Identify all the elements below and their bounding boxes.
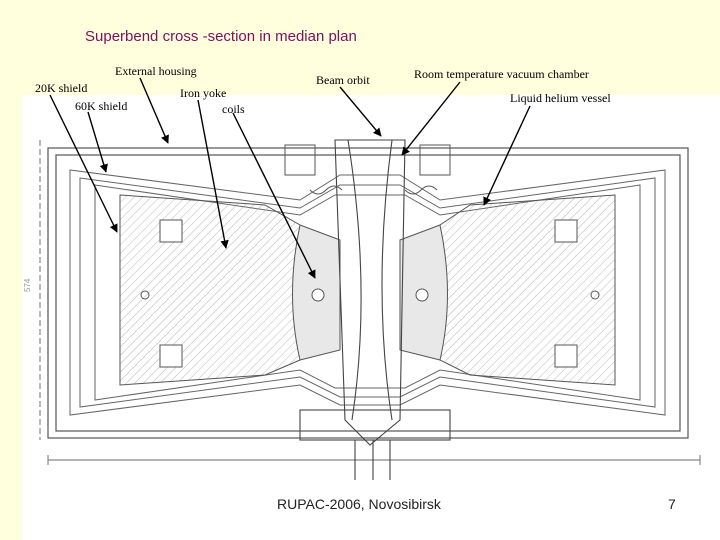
callout-arrows bbox=[49, 77, 531, 279]
label-room-temperature-vacuum-chamber: Room temperature vacuum chamber bbox=[414, 67, 589, 81]
arrow-vacuum-chamber bbox=[401, 81, 461, 156]
ports bbox=[284, 144, 451, 195]
label-coils: coils bbox=[222, 102, 245, 116]
label-liquid-helium-vessel: Liquid helium vessel bbox=[510, 91, 611, 105]
outer-chamber bbox=[39, 140, 701, 465]
beam-chamber bbox=[299, 139, 451, 480]
slide-title: Superbend cross -section in median plan bbox=[85, 28, 357, 45]
arrow-external-housing bbox=[139, 77, 169, 144]
slide-footer: RUPAC-2006, Novosibirsk bbox=[277, 496, 441, 512]
label-60k-shield: 60K shield bbox=[75, 99, 128, 113]
label-20k-shield: 20K shield bbox=[35, 81, 88, 95]
page-number: 7 bbox=[668, 496, 676, 512]
label-iron-yoke: Iron yoke bbox=[180, 86, 227, 100]
arrow-60k-shield bbox=[87, 111, 108, 173]
arrow-20k-shield bbox=[49, 94, 118, 233]
arrow-beam-orbit bbox=[339, 86, 382, 137]
arrow-iron-yoke bbox=[197, 99, 229, 249]
arrow-helium-vessel bbox=[483, 105, 531, 206]
label-beam-orbit: Beam orbit bbox=[316, 73, 370, 87]
shields bbox=[69, 169, 666, 416]
coils bbox=[292, 224, 448, 361]
label-external-housing: External housing bbox=[115, 64, 197, 78]
iron-yoke-left bbox=[119, 194, 301, 386]
arrow-coils bbox=[232, 112, 316, 279]
iron-yoke-right bbox=[439, 194, 616, 386]
dimension-label: 574 bbox=[23, 278, 32, 292]
